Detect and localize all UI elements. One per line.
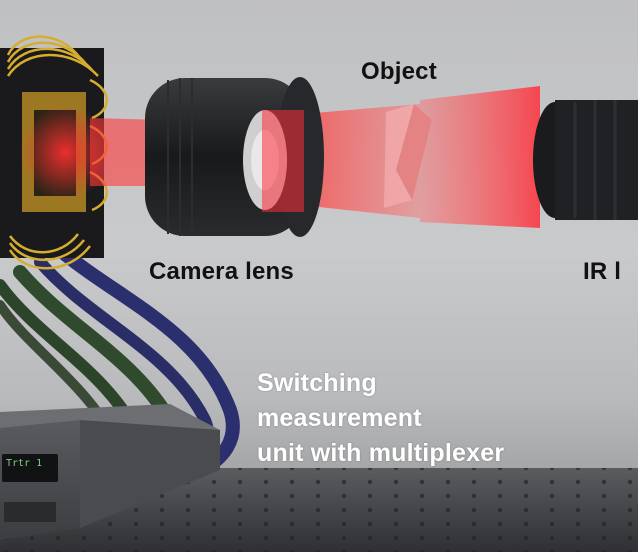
switching-unit-label-line-1: Switching [257,369,377,397]
ir-lens [533,100,638,220]
object-label: Object [361,58,437,85]
instrument-display-text: Trtr 1 [6,458,43,469]
camera-lens-label: Camera lens [149,258,294,285]
ir-lens-label: IR l [583,258,622,285]
switching-unit-label-line-2: measurement [257,404,422,432]
object-prism [384,104,432,208]
switching-unit-label-line-3: unit with multiplexer [257,439,505,467]
camera-lens [145,77,324,237]
switching-measurement-unit [0,404,220,540]
switching-unit-label: Switching measurement unit with multiple… [257,366,587,471]
